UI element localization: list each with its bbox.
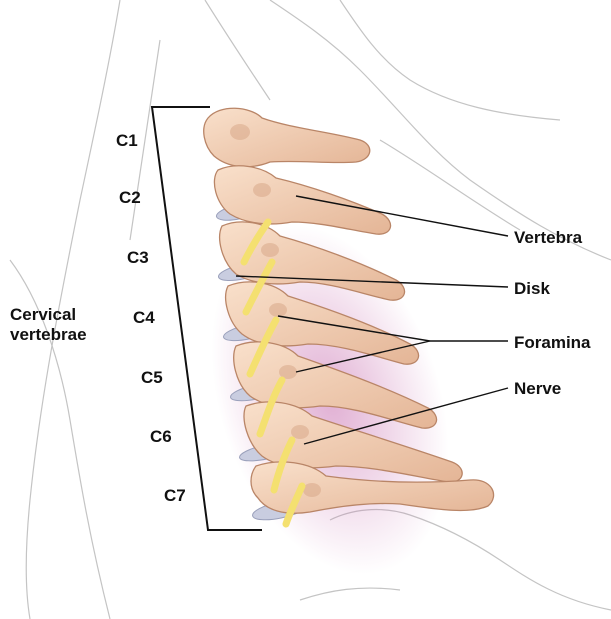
callout-foramina: Foramina (514, 334, 591, 351)
level-label-c4: C4 (133, 309, 155, 326)
level-label-c1: C1 (116, 132, 138, 149)
level-label-c5: C5 (141, 369, 163, 386)
group-label-line2: vertebrae (10, 325, 87, 345)
callout-disk: Disk (514, 280, 550, 297)
group-label: Cervical vertebrae (10, 305, 87, 344)
level-label-c3: C3 (127, 249, 149, 266)
callout-vertebra: Vertebra (514, 229, 582, 246)
group-label-line1: Cervical (10, 305, 87, 325)
vertebra-c1 (204, 108, 370, 167)
level-label-c6: C6 (150, 428, 172, 445)
callout-nerve: Nerve (514, 380, 561, 397)
level-label-c2: C2 (119, 189, 141, 206)
level-label-c7: C7 (164, 487, 186, 504)
